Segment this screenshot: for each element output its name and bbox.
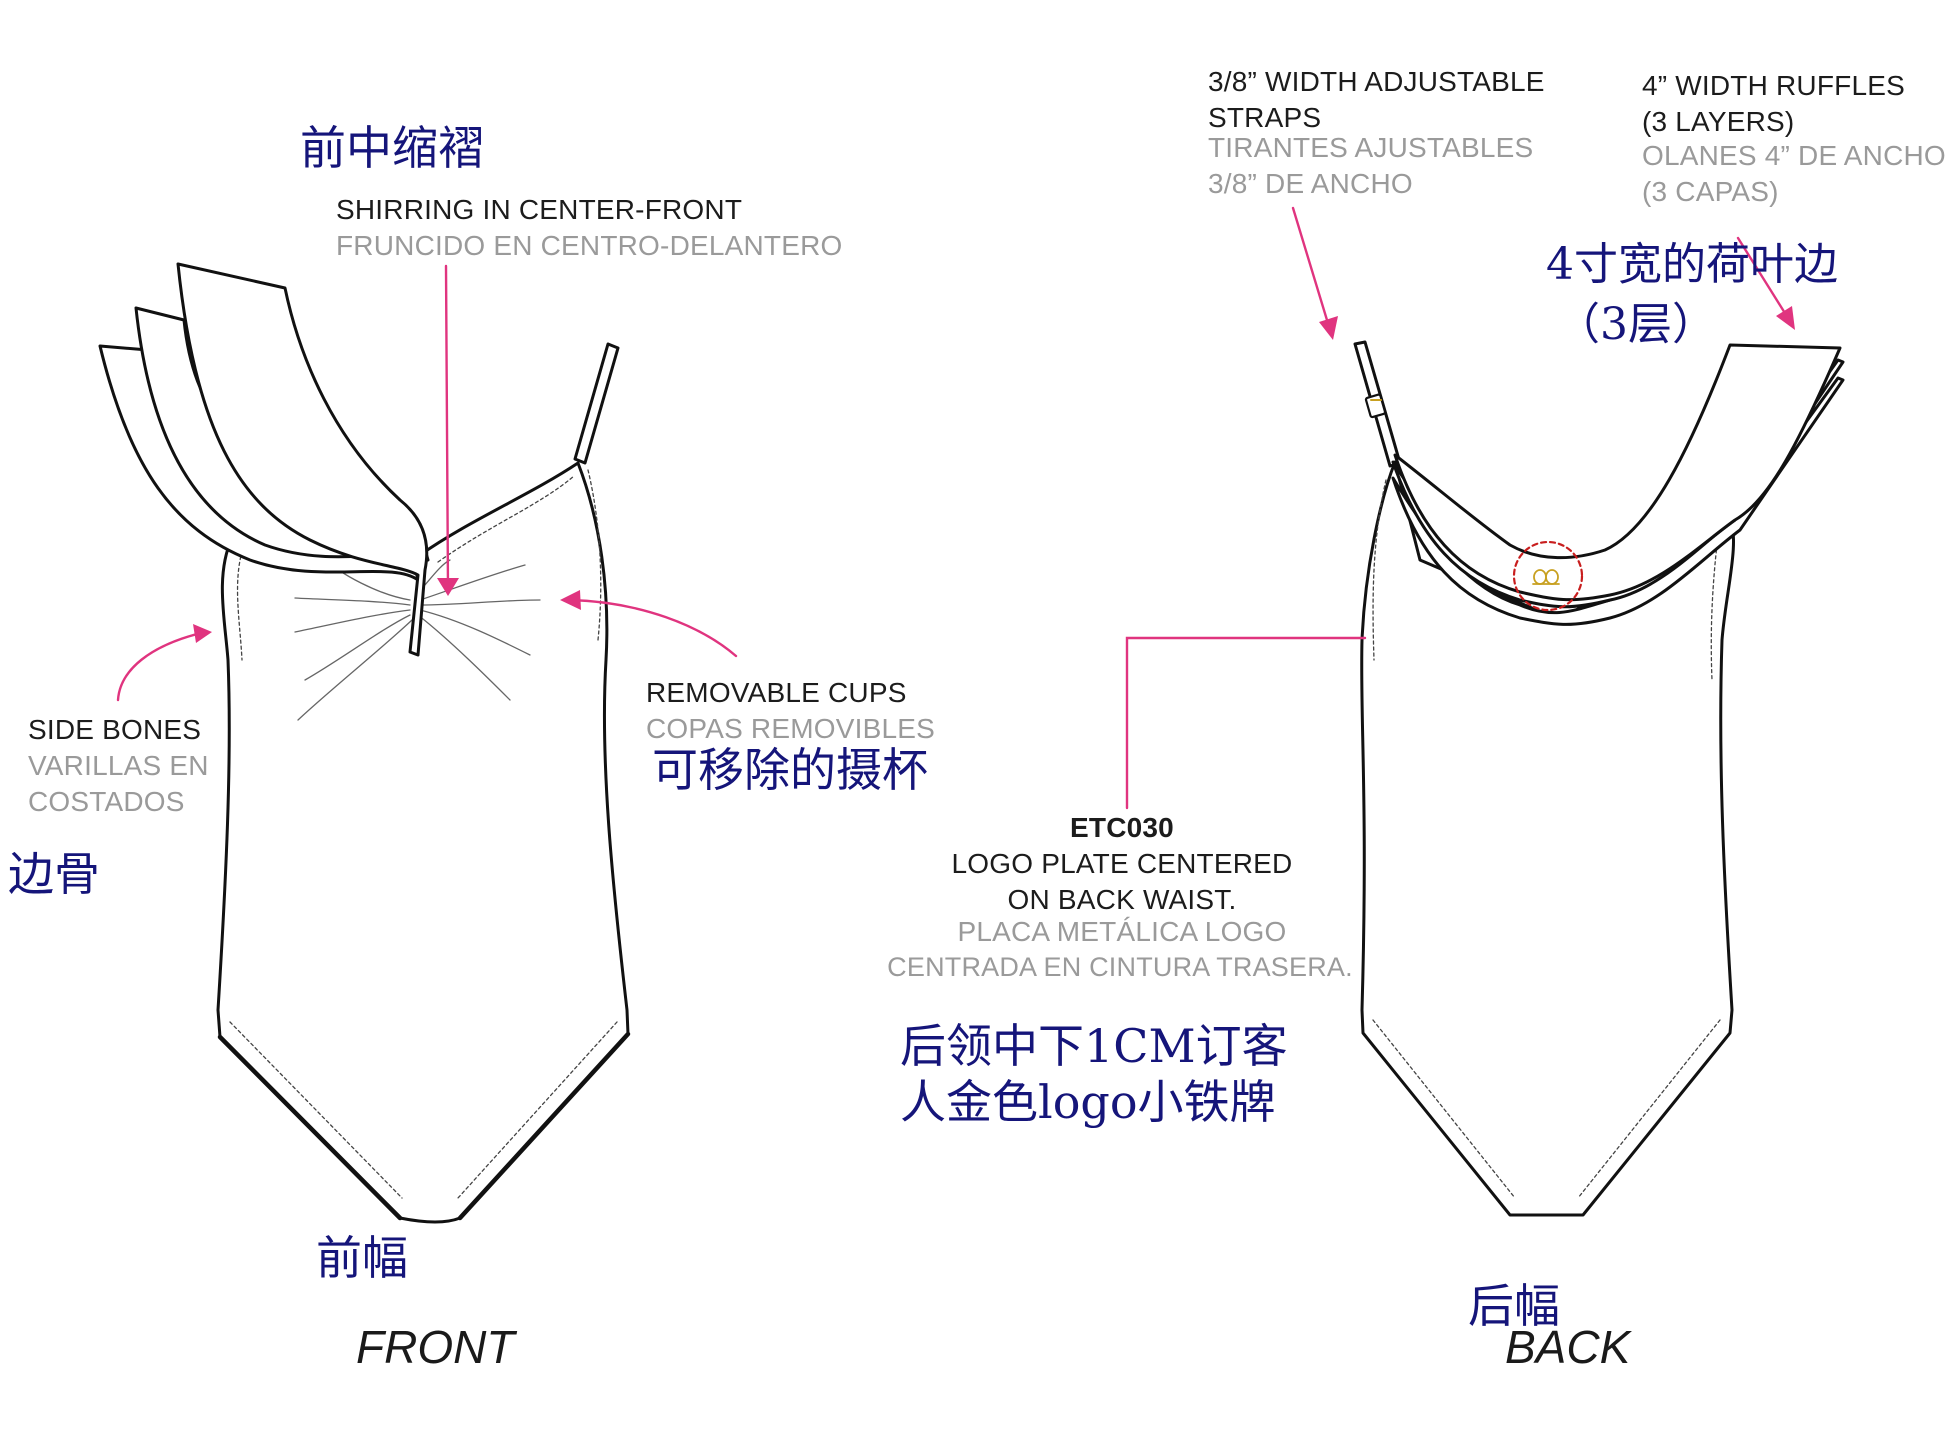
side-bones-label-cn: 边骨 — [8, 847, 100, 901]
removable-cups-label-en: REMOVABLE CUPS — [646, 677, 907, 708]
shirring-label-en: SHIRRING IN CENTER-FRONT — [336, 194, 743, 225]
front-leg-edge-left — [217, 1034, 403, 1221]
back-bodysuit — [1353, 340, 1845, 1217]
logo-plate-code: ETC030 — [1070, 812, 1174, 843]
ruffles-label-en-1: 4” WIDTH RUFFLES — [1642, 70, 1905, 101]
shirring-label-cn: 前中缩褶 — [300, 121, 484, 175]
back-leg-stitch-left — [1372, 1019, 1516, 1199]
shirring-label-es: FRUNCIDO EN CENTRO-DELANTERO — [336, 230, 843, 261]
ruffles-label-cn-1: 4寸宽的荷叶边 — [1546, 239, 1838, 290]
front-ruffle-layer-1 — [176, 262, 429, 657]
front-panel-label-cn: 前幅 — [316, 1231, 408, 1285]
front-leg-edge-right — [457, 1031, 631, 1221]
ruffles-label-en-2: (3 LAYERS) — [1642, 106, 1795, 137]
back-body-outline — [1360, 460, 1736, 1217]
straps-arrow — [1291, 206, 1332, 332]
ruffles-label-cn-2: （3层） — [1556, 299, 1716, 350]
removable-cups-arrow — [568, 598, 738, 658]
shirring-arrow — [444, 264, 450, 592]
front-side-stitch-right — [587, 469, 602, 641]
logo-plate-label-cn-1: 后领中下1CM订客 — [900, 1019, 1288, 1073]
logo-plate-label-en-2: ON BACK WAIST. — [1007, 884, 1237, 915]
back-leg-stitch-right — [1577, 1019, 1721, 1199]
straps-label-es-1: TIRANTES AJUSTABLES — [1208, 132, 1534, 163]
logo-plate-label-en-1: LOGO PLATE CENTERED — [951, 848, 1293, 879]
side-bones-label-en: SIDE BONES — [28, 714, 202, 745]
front-caption: FRONT — [356, 1321, 515, 1373]
back-panel-label-cn: 后幅 — [1468, 1279, 1560, 1333]
logo-plate-leader — [1125, 636, 1367, 810]
back-caption: BACK — [1505, 1321, 1631, 1373]
back-side-stitch-left — [1372, 479, 1387, 661]
front-bodysuit — [98, 262, 631, 1224]
ruffles-label-es-2: (3 CAPAS) — [1642, 176, 1779, 207]
side-bones-arrow — [116, 630, 207, 702]
logo-plate-label-cn-2: 人金色logo小铁牌 — [900, 1075, 1276, 1129]
front-leg-stitch-right — [457, 1021, 618, 1199]
front-strap — [573, 342, 620, 465]
straps-label-en-2: STRAPS — [1208, 102, 1322, 133]
ruffles-label-es-1: OLANES 4” DE ANCHO — [1642, 140, 1946, 171]
straps-label-en-1: 3/8” WIDTH ADJUSTABLE — [1208, 66, 1545, 97]
straps-label-es-2: 3/8” DE ANCHO — [1208, 168, 1413, 199]
back-ruffle-layer-1 — [1393, 343, 1842, 602]
logo-plate-icon — [1532, 569, 1560, 585]
logo-plate-ring — [1512, 540, 1584, 612]
side-bones-label-es-1: VARILLAS EN — [28, 750, 209, 781]
front-neck-stitch — [437, 475, 575, 563]
side-bones-label-es-2: COSTADOS — [28, 786, 185, 817]
removable-cups-label-cn: 可移除的摄杯 — [652, 743, 928, 797]
logo-plate-label-es-2: CENTRADA EN CINTURA TRASERA. — [887, 952, 1353, 982]
logo-plate-label-es-1: PLACA METÁLICA LOGO — [957, 916, 1287, 947]
callout-arrows — [116, 206, 1795, 810]
removable-cups-label-es: COPAS REMOVIBLES — [646, 713, 935, 744]
ruffles-arrow — [1736, 236, 1790, 320]
front-leg-stitch-left — [229, 1021, 403, 1199]
